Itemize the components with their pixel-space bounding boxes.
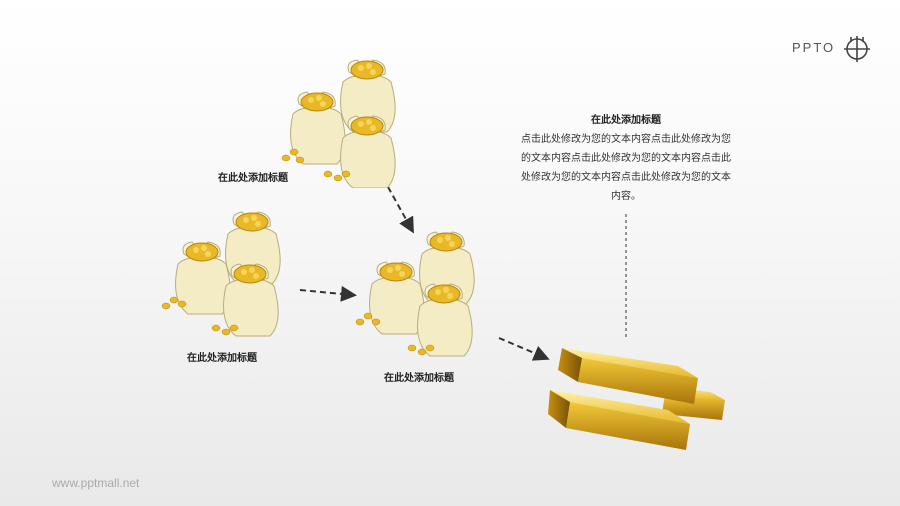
money-group-top: 在此处添加标题 (218, 48, 415, 188)
group-label-middle: 在此处添加标题 (384, 373, 454, 384)
arrow-left-to-middle (299, 285, 357, 302)
money-bags-icon (161, 211, 281, 337)
group-label-left: 在此处添加标题 (187, 353, 257, 364)
money-bags-icon (355, 231, 475, 357)
money-bags-icon (281, 59, 396, 188)
gold-bars-icon (548, 348, 725, 450)
brand-logo: PPTO (792, 34, 872, 64)
money-group-left: 在此处添加标题 (160, 200, 295, 364)
money-group-middle: 在此处添加标题 (352, 220, 487, 384)
arrow-top-to-middle (387, 186, 414, 234)
logo-text: PPTO (792, 40, 836, 55)
arrow-middle-to-gold (498, 337, 550, 361)
footer-url: www.pptmall.net (52, 476, 140, 490)
textbox-body: 点击此处修改为您的文本内容点击此处修改为您的文本内容点击此处修改为您的文本内容点… (521, 134, 731, 202)
gold-bars (540, 340, 730, 455)
group-label-top: 在此处添加标题 (218, 173, 288, 184)
description-textbox: 在此处添加标题 点击此处修改为您的文本内容点击此处修改为您的文本内容点击此处修改… (518, 111, 734, 206)
textbox-title: 在此处添加标题 (591, 115, 661, 126)
logo-mark-icon (844, 36, 870, 62)
